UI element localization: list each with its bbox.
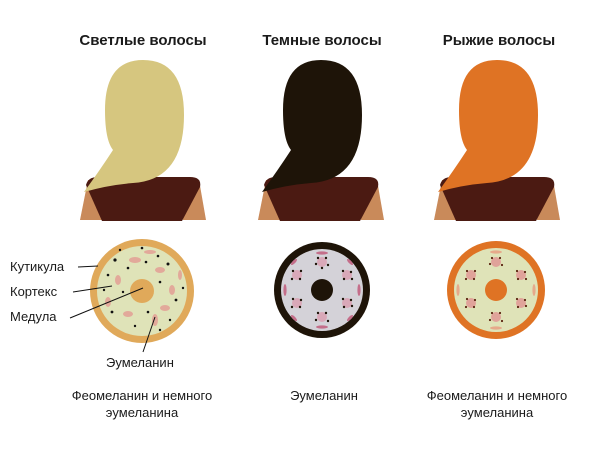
label-cortex: Кортекс: [10, 284, 58, 299]
label-medulla: Медула: [10, 309, 57, 324]
title-red-hair: Рыжие волосы: [442, 32, 556, 49]
caption-red-line-2: эумеланина: [460, 405, 534, 420]
label-cuticle: Кутикула: [10, 259, 65, 274]
caption-light: Феомеланин и немного эумеланина: [52, 387, 232, 421]
caption-light-line-1: Феомеланин и немного: [71, 388, 213, 403]
figure-dark-hair: [258, 60, 384, 221]
caption-red: Феомеланин и немного эумеланина: [407, 387, 587, 421]
cross-section-light: [69, 239, 194, 353]
figure-red-hair: [434, 60, 560, 221]
caption-dark: Эумеланин: [234, 387, 414, 404]
caption-dark-line-1: Эумеланин: [290, 388, 358, 403]
title-light-hair: Светлые волосы: [79, 32, 207, 49]
cross-section-dark: [274, 242, 370, 338]
title-dark-hair: Темные волосы: [262, 32, 382, 49]
caption-red-line-1: Феомеланин и немного: [426, 388, 568, 403]
label-eumelanin: Эумеланин: [106, 355, 174, 370]
figure-light-hair: [80, 60, 206, 221]
caption-light-line-2: эумеланина: [105, 405, 179, 420]
cross-section-red: [447, 241, 545, 339]
